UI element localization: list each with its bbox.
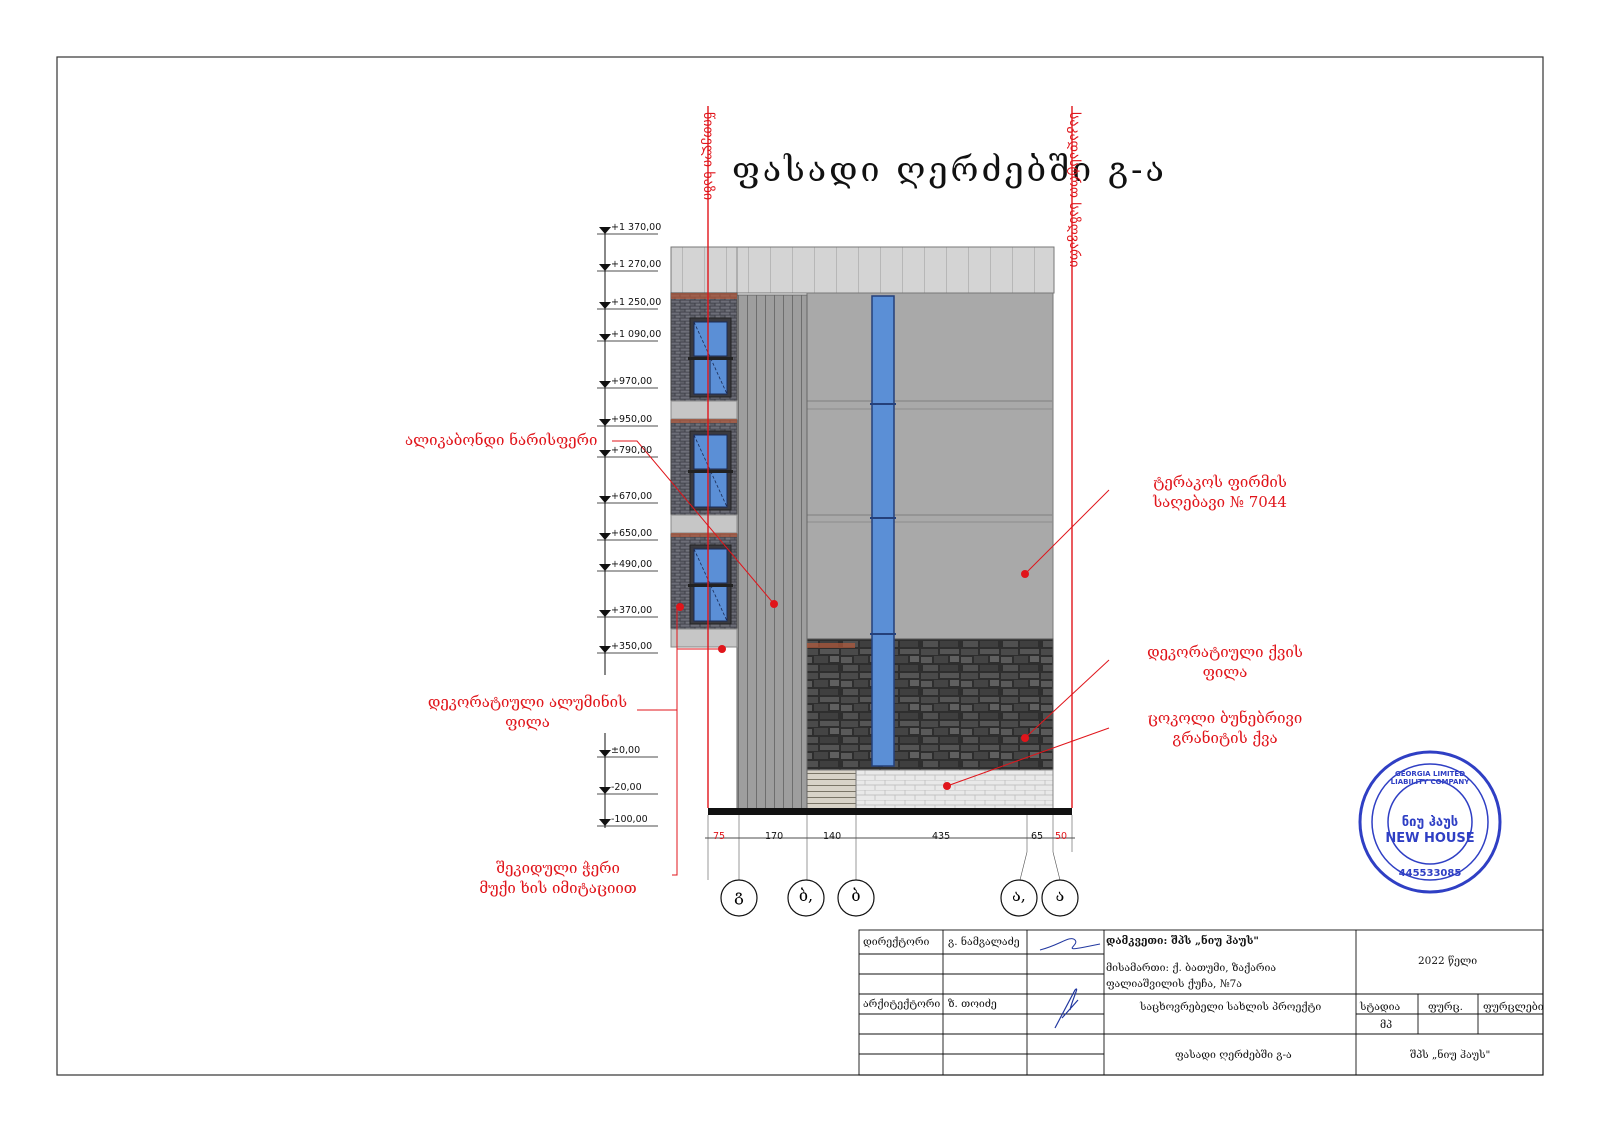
dim-50: 50 [1055, 831, 1068, 842]
panel-body [806, 292, 1054, 640]
window-1 [688, 317, 733, 398]
building-facade [670, 246, 1072, 815]
axis-b: ბ [851, 886, 861, 905]
level-label: +650,00 [611, 528, 653, 539]
level-label: +370,00 [611, 605, 653, 616]
red-line-label: წითელი ხაზი [700, 112, 716, 201]
axis-g: გ [734, 886, 744, 905]
level-marker [599, 334, 611, 341]
director-role: დირექტორი [863, 936, 930, 948]
axis-b-prime: ბ, [798, 886, 814, 905]
level-marker [599, 496, 611, 503]
callout-alucobond: ალიკაბონდი ნარისფერი [405, 431, 598, 449]
level-marker [599, 419, 611, 426]
address-line2: ფალიაშვილის ქუჩა, №7ა [1106, 978, 1242, 990]
axis-a-prime: ა, [1012, 886, 1026, 905]
sheets-label: ფურცლები [1483, 1001, 1544, 1013]
stamp-ring-text: GEORGIA LIMITED LIABILITY COMPANY [1390, 770, 1470, 786]
entry-steps [805, 769, 857, 810]
level-label: +790,00 [611, 445, 653, 456]
address-line1: მისამართი: ქ. ბათუმი, ზაქარია [1106, 962, 1277, 974]
level-marker [599, 819, 611, 826]
level-label: +1 370,00 [611, 222, 662, 233]
dim-170: 170 [765, 831, 784, 842]
level-marker [599, 787, 611, 794]
level-marker [599, 533, 611, 540]
stamp-center: ნიუ ჰაუს NEW HOUSE [1385, 815, 1475, 846]
drawing-title: ფასადი ღერძებში გ-ა [732, 150, 1167, 190]
window-3 [688, 544, 733, 625]
architect-signature [1054, 988, 1079, 1029]
architect-role: არქიტექტორი [863, 998, 941, 1010]
level-marker [599, 646, 611, 653]
glass-strip [871, 295, 895, 767]
window-2 [688, 430, 733, 511]
level-label: +670,00 [611, 491, 653, 502]
client: დამკვეთი: შპს „ნიუ ჰაუს" [1106, 935, 1259, 947]
level-marker [599, 381, 611, 388]
dim-65: 65 [1031, 831, 1044, 842]
level-marker [599, 610, 611, 617]
level-marker [599, 227, 611, 234]
dim-435: 435 [932, 831, 951, 842]
stamp-code: 445533085 [1398, 868, 1462, 879]
level-marker [599, 450, 611, 457]
level-label: +970,00 [611, 376, 653, 387]
roof-parapet [670, 246, 1055, 294]
level-label: +350,00 [611, 641, 653, 652]
stage-label: სტადია [1360, 1001, 1401, 1013]
level-label: ±0,00 [611, 745, 641, 756]
project-name: საცხოვრებელი სახლის პროექტი [1140, 1001, 1322, 1013]
dimension-line [705, 815, 1075, 881]
axis-a: ა [1055, 886, 1065, 905]
dim-140: 140 [823, 831, 842, 842]
cadastral-boundary-label: საკადასტრო საზღვარი [1066, 112, 1082, 268]
alucobond-column [736, 294, 808, 810]
stage-value: მპ [1380, 1019, 1393, 1031]
ground-line [708, 808, 1072, 815]
level-label: +490,00 [611, 559, 653, 570]
granite-plinth [855, 769, 1054, 810]
architect-name: ზ. თოიძე [948, 998, 997, 1010]
level-label: -100,00 [611, 814, 648, 825]
axis-bubbles [720, 879, 1079, 917]
sheet-border [56, 56, 1544, 1076]
company-stamp [1358, 750, 1502, 894]
level-marker [599, 564, 611, 571]
company-name: შპს „ნიუ ჰაუს" [1410, 1049, 1491, 1061]
level-marker [599, 302, 611, 309]
callout-leaders [612, 440, 1110, 876]
level-marker [599, 750, 611, 757]
callout-dots [676, 570, 1029, 790]
year: 2022 წელი [1418, 955, 1478, 967]
dim-75: 75 [713, 831, 726, 842]
title-block-grid [858, 929, 1544, 1076]
level-label: +1 250,00 [611, 297, 662, 308]
director-signature [1039, 938, 1101, 951]
level-label: -20,00 [611, 782, 642, 793]
sheet-label: ფურც. [1428, 1001, 1463, 1013]
level-label: +950,00 [611, 414, 653, 425]
director-name: გ. ნამგალაძე [948, 936, 1020, 948]
level-label: +1 090,00 [611, 329, 662, 340]
level-label: +1 270,00 [611, 259, 662, 270]
stone-cladding [806, 638, 1054, 771]
level-marker [599, 264, 611, 271]
sheet-name: ფასადი ღერძებში გ-ა [1175, 1049, 1292, 1061]
